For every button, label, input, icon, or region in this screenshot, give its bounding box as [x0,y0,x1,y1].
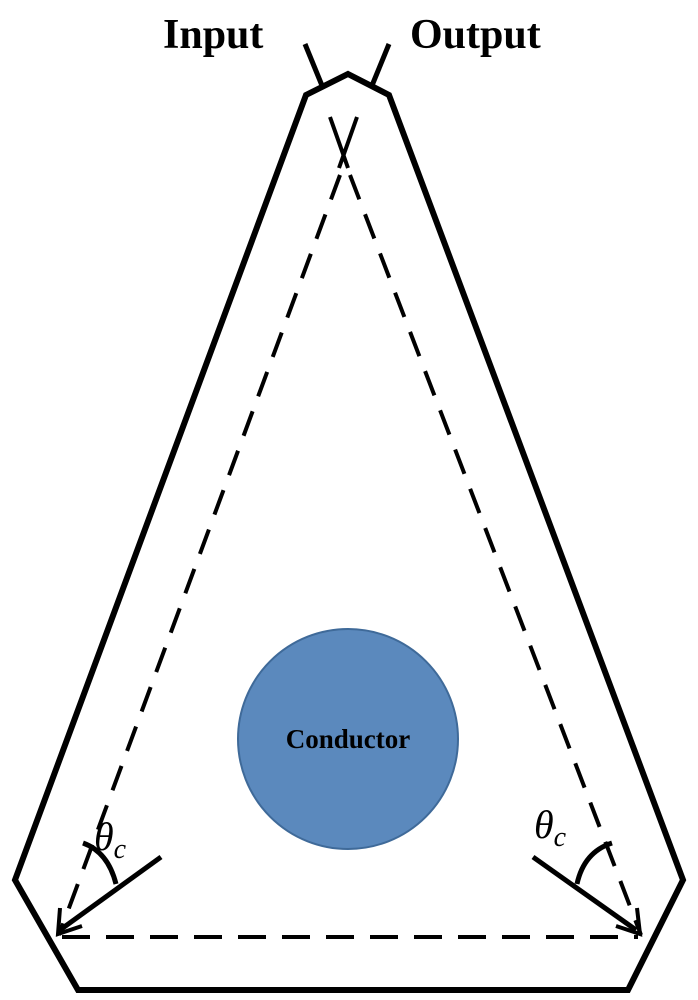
arrowhead-left [55,907,83,937]
beam-cross-left [328,116,350,169]
output-label: Output [410,12,541,58]
arrowhead-right [615,907,643,937]
input-label: Input [163,12,263,58]
input-fiber [302,43,326,89]
angle-label-left: θc [94,814,127,865]
beam-cross-right [337,116,359,169]
angle-label-right: θc [534,802,567,853]
conductor-label: Conductor [286,724,411,754]
angle-arc-right [574,840,613,885]
normal-line-left [58,854,163,933]
conductor-circle [237,628,459,850]
angle-arc-left [82,840,119,885]
prism-outline [11,70,687,993]
normal-line-right [531,854,638,933]
beam-path-right [348,174,643,936]
beam-path-left [57,174,342,936]
output-fiber [368,43,392,89]
